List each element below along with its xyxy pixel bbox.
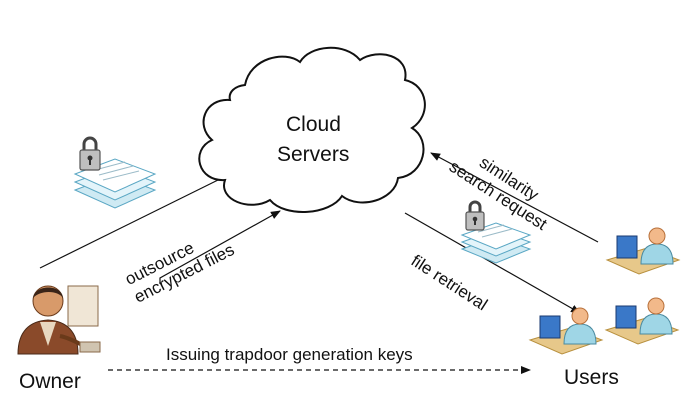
owner-label: Owner: [19, 370, 81, 393]
cloud-title-line1: Cloud: [286, 113, 341, 136]
cloud-shape: [198, 46, 426, 213]
user-workstation-icon: [604, 297, 680, 345]
retrieval-arrow: [404, 212, 581, 314]
outsource-arrow: [159, 210, 281, 284]
cloud-title-line2: Servers: [277, 143, 350, 166]
padlock-icon: [79, 136, 101, 171]
users-label: Users: [564, 366, 619, 389]
similarity-arrow: [430, 152, 599, 243]
owner-person-icon: [17, 285, 101, 355]
keys-label: Issuing trapdoor generation keys: [166, 345, 413, 364]
user-workstation-icon: [605, 227, 681, 275]
outsource-line: [39, 179, 219, 269]
user-workstation-icon: [528, 307, 604, 355]
padlock-icon: [465, 200, 485, 231]
